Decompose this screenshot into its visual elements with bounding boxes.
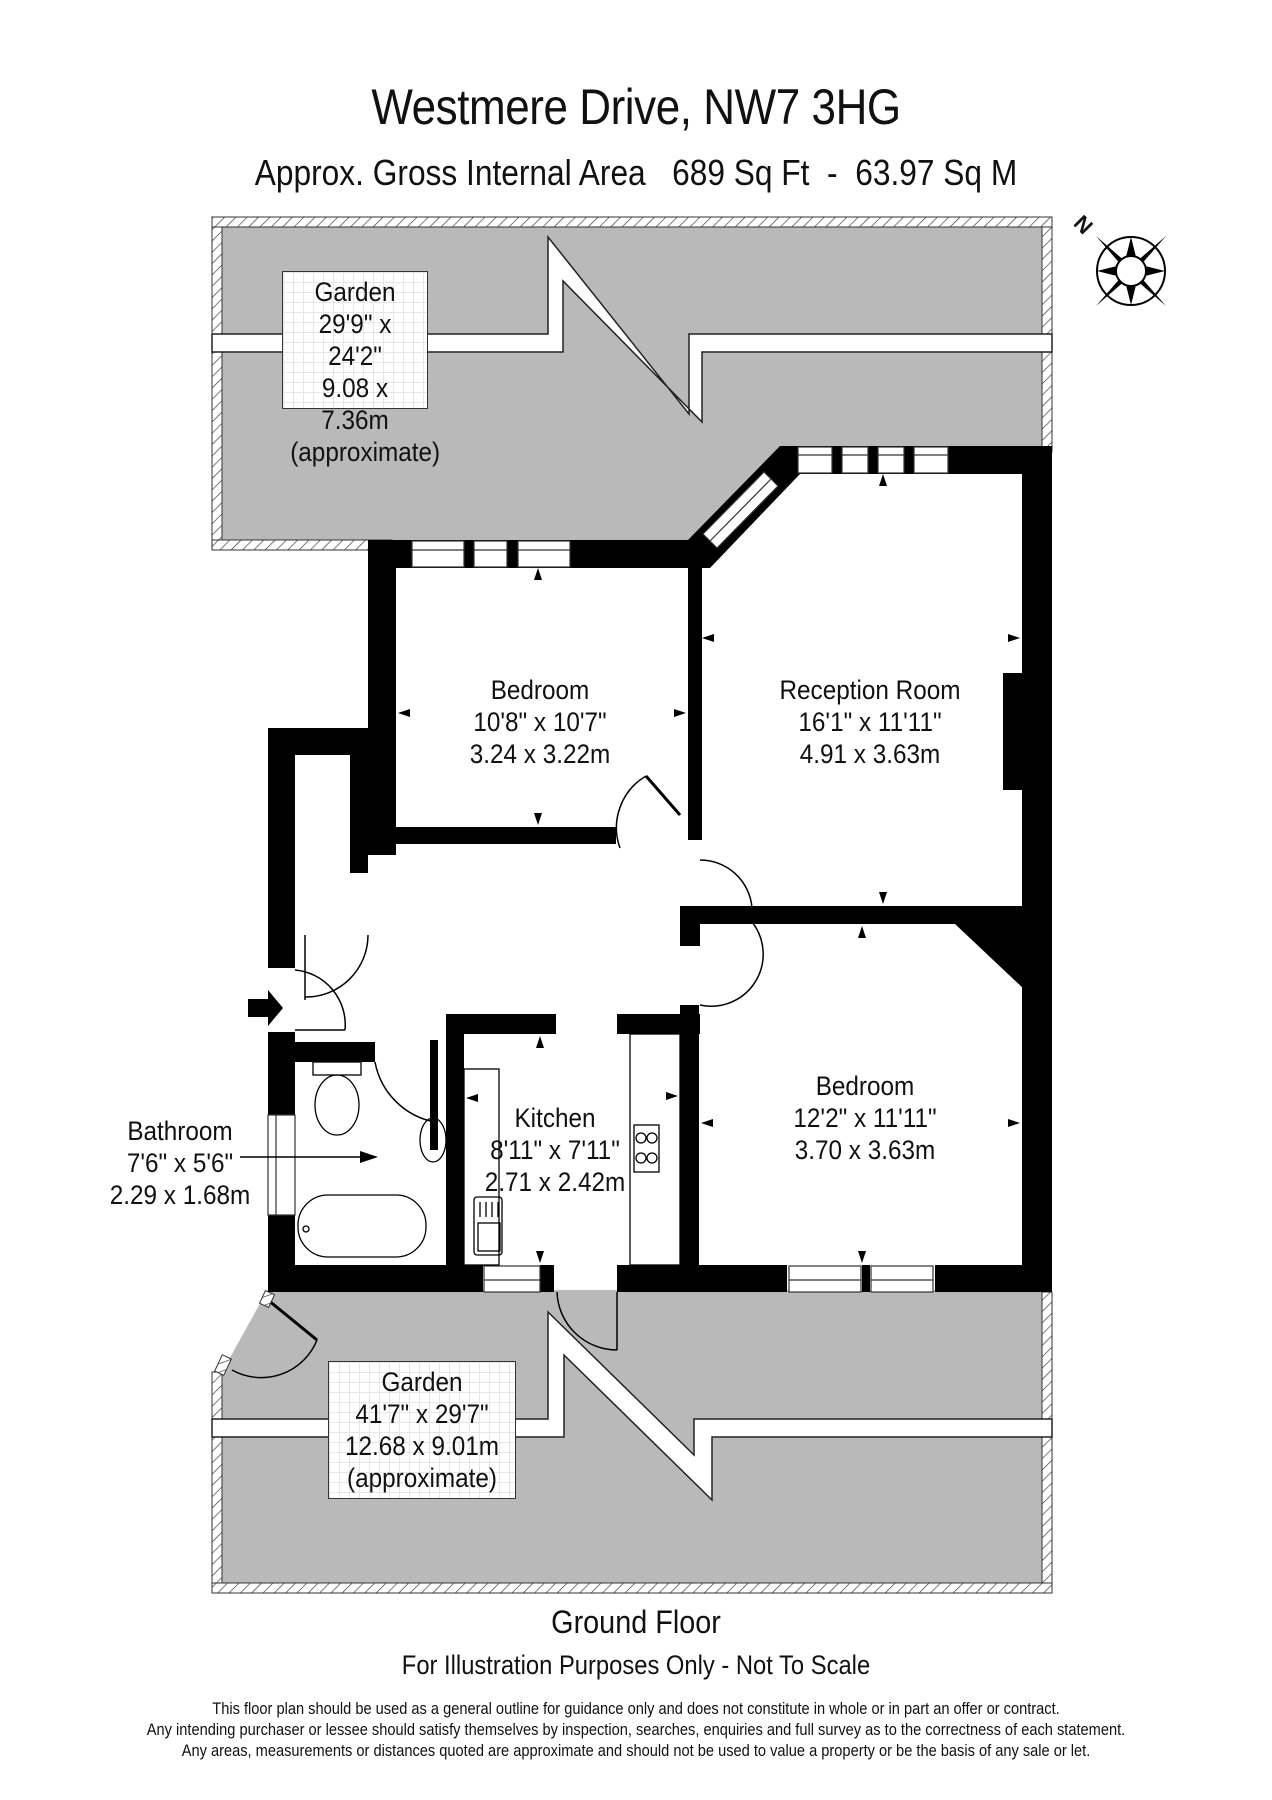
top-garden-label: Garden 29'9" x 24'2" 9.08 x 7.36m (appro… [282, 271, 440, 467]
room-metric: 3.24 x 3.22m [469, 739, 611, 769]
room-metric: 4.91 x 3.63m [799, 739, 941, 769]
room-name: Reception Room [779, 675, 961, 705]
room-metric: 2.29 x 1.68m [109, 1180, 251, 1210]
entrance-arrow-icon [248, 990, 283, 1026]
bath-icon [297, 1194, 427, 1258]
room-name: Garden [314, 277, 396, 307]
windows [267, 446, 949, 1293]
plan-title: Westmere Drive, NW7 3HG [371, 79, 901, 135]
room-metric: 9.08 x 7.36m [321, 373, 389, 435]
room-note: (approximate) [290, 437, 441, 467]
room-metric: 3.70 x 3.63m [794, 1135, 936, 1165]
room-name: Bedroom [490, 675, 590, 705]
bathroom-pointer-arrow-icon [360, 1151, 378, 1163]
floor-name: Ground Floor [551, 1604, 721, 1640]
gross-area-line: Approx. Gross Internal Area 689 Sq Ft - … [254, 152, 1018, 193]
room-name: Garden [381, 1367, 463, 1397]
dimension-markers [398, 474, 1020, 1263]
room-name: Bedroom [815, 1071, 915, 1101]
room-imperial: 7'6" x 5'6" [126, 1148, 234, 1178]
disclaimer-line: Any areas, measurements or distances quo… [181, 1741, 1091, 1760]
room-name: Kitchen [514, 1103, 596, 1133]
compass-rose-icon [1096, 236, 1166, 306]
basin-icon [419, 1117, 447, 1163]
hob-icon [633, 1124, 660, 1173]
room-imperial: 41'7" x 29'7" [355, 1399, 489, 1429]
kitchen-label: Kitchen 8'11" x 7'11" 2.71 x 2.42m [470, 1102, 641, 1198]
bathroom-label: Bathroom 7'6" x 5'6" 2.29 x 1.68m [90, 1115, 270, 1211]
fixtures [240, 1033, 681, 1266]
doors [294, 775, 764, 1351]
room-imperial: 10'8" x 10'7" [473, 707, 607, 737]
room-imperial: 29'9" x 24'2" [318, 309, 392, 371]
room-imperial: 8'11" x 7'11" [490, 1135, 620, 1165]
room-metric: 2.71 x 2.42m [484, 1167, 626, 1197]
bedroom-2-label: Bedroom 12'2" x 11'11" 3.70 x 3.63m [757, 1070, 973, 1166]
bedroom-1-label: Bedroom 10'8" x 10'7" 3.24 x 3.22m [432, 674, 648, 770]
bottom-garden-label: Garden 41'7" x 29'7" 12.68 x 9.01m (appr… [328, 1361, 516, 1499]
room-metric: 12.68 x 9.01m [344, 1431, 500, 1461]
room-name: Bathroom [127, 1116, 233, 1146]
room-imperial: 16'1" x 11'11" [798, 707, 942, 737]
disclaimer-line: This floor plan should be used as a gene… [212, 1699, 1060, 1718]
room-note: (approximate) [347, 1463, 497, 1493]
scale-note: For Illustration Purposes Only - Not To … [401, 1650, 871, 1680]
disclaimer: This floor plan should be used as a gene… [89, 1698, 1183, 1761]
sink-icon [473, 1196, 503, 1256]
disclaimer-line: Any intending purchaser or lessee should… [146, 1720, 1126, 1739]
reception-room-label: Reception Room 16'1" x 11'11" 4.91 x 3.6… [749, 674, 992, 770]
room-imperial: 12'2" x 11'11" [793, 1103, 937, 1133]
